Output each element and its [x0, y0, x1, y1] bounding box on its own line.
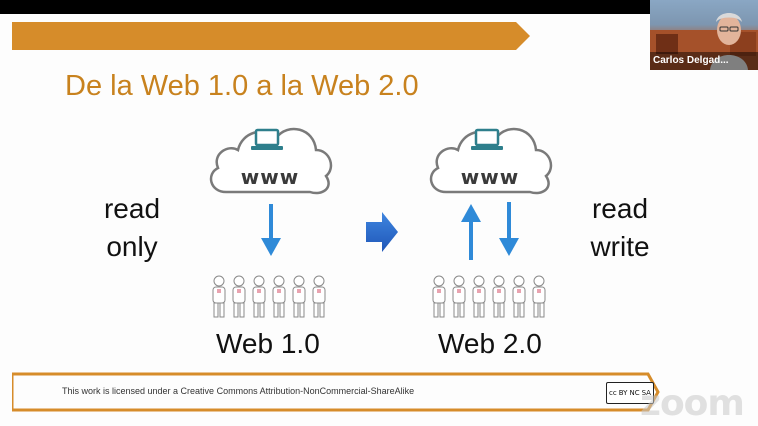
laptop-icon [254, 128, 280, 147]
read-only-label: read only [92, 190, 172, 266]
participant-video-tile[interactable]: Carlos Delgad... [650, 0, 758, 70]
web2-label: Web 2.0 [438, 328, 542, 359]
www-text-left: www [241, 165, 299, 189]
right-arrow-icon [366, 212, 398, 252]
up-arrow-icon [461, 204, 481, 260]
presentation-slide: De la Web 1.0 a la Web 2.0 read only www [0, 14, 758, 426]
participant-name: Carlos Delgad... [650, 52, 758, 70]
read-write-line1: read [591, 193, 649, 224]
slide-title: De la Web 1.0 a la Web 2.0 [65, 70, 419, 102]
down-arrow-icon [261, 204, 281, 256]
by-icon: BY [618, 389, 628, 397]
down-arrow-icon [499, 202, 519, 256]
read-only-line2: only [106, 231, 158, 262]
www-text-right: www [461, 165, 519, 189]
sa-icon: SA [641, 389, 651, 397]
web1-label: Web 1.0 [216, 328, 320, 359]
people-group-icon-web1 [212, 275, 326, 318]
zoom-watermark: zoom [640, 383, 745, 424]
top-bar [0, 0, 758, 14]
people-group-icon-web2 [432, 275, 546, 318]
license-text: This work is licensed under a Creative C… [62, 386, 415, 396]
read-write-line2: write [590, 231, 650, 262]
read-only-line1: read [103, 193, 161, 224]
participant-avatar [650, 13, 758, 70]
cc-icon: cc [609, 389, 617, 397]
header-banner [12, 22, 530, 50]
cloud-icon-web2: www [429, 127, 553, 195]
laptop-icon [474, 128, 500, 147]
nc-icon: NC [629, 389, 640, 397]
creative-commons-badge: cc BY NC SA [606, 382, 654, 404]
read-write-label: read write [578, 190, 662, 266]
cloud-icon-web1: www [209, 127, 333, 195]
